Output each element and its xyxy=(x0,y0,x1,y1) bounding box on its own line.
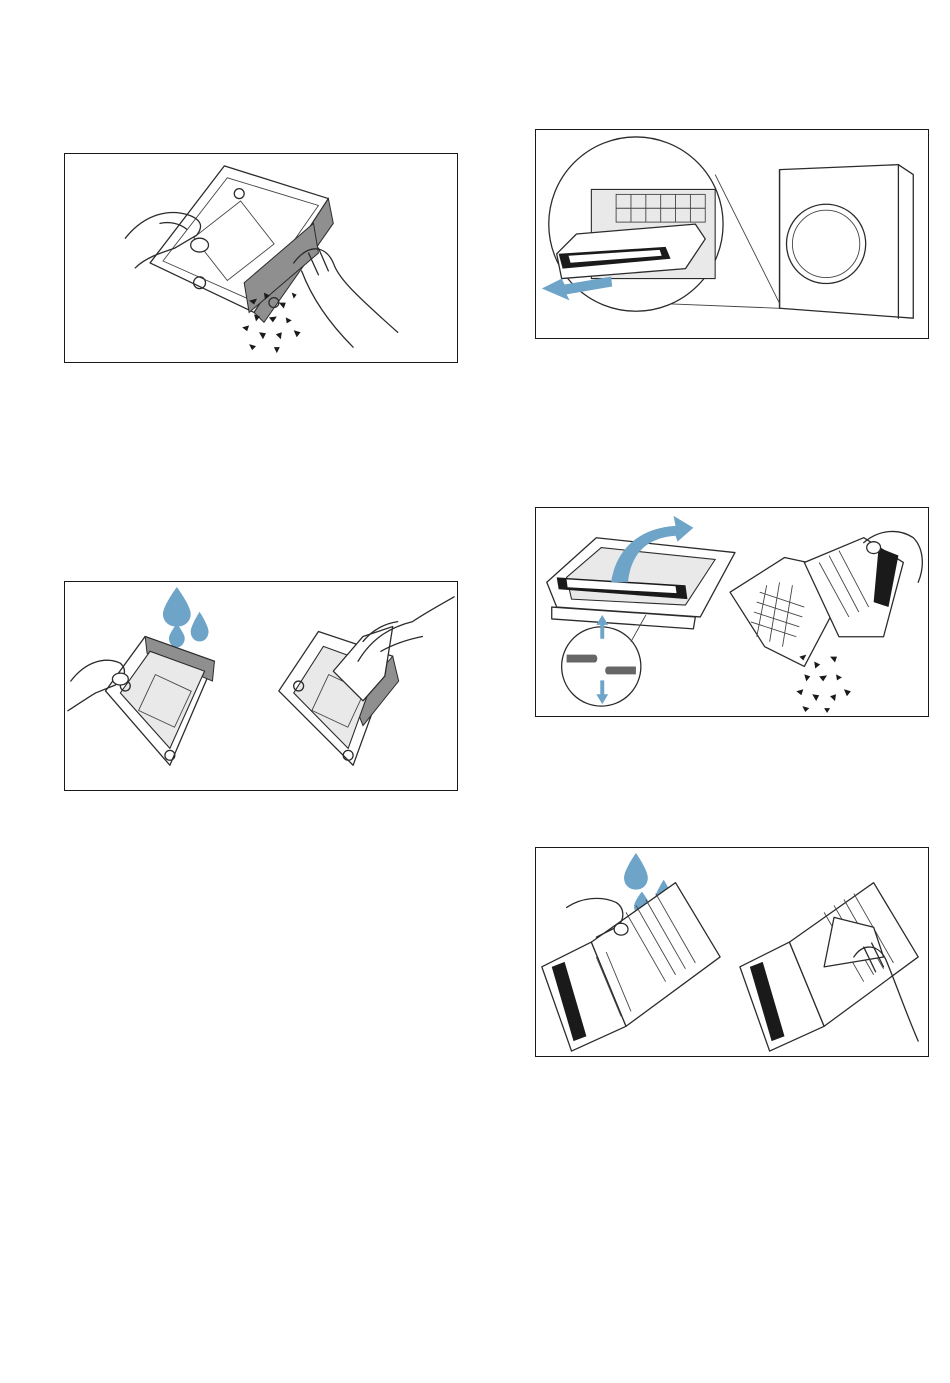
filter-tray xyxy=(150,166,333,322)
pull-filter-illustration xyxy=(536,130,928,338)
water-drops-icon xyxy=(163,587,209,647)
filter-open xyxy=(730,538,903,667)
filter-left xyxy=(105,636,214,765)
magnified-view xyxy=(542,137,723,311)
lint-shake-illustration xyxy=(65,154,457,362)
filter-right-open xyxy=(740,883,918,1051)
rinse-wipe-open-filter-illustration xyxy=(536,848,928,1056)
figure-rinse-wipe-open-filter xyxy=(535,847,929,1057)
dryer-appliance xyxy=(780,165,914,319)
open-filter-illustration xyxy=(536,508,928,716)
figure-pull-out-filter xyxy=(535,129,929,339)
filter-closed xyxy=(547,538,735,629)
figure-empty-filter xyxy=(64,153,458,363)
release-detail-view xyxy=(562,615,646,706)
figure-open-filter xyxy=(535,507,929,717)
filter-left-open xyxy=(542,883,720,1051)
figure-rinse-wipe-filter xyxy=(64,581,458,791)
rinse-wipe-illustration xyxy=(65,582,457,790)
